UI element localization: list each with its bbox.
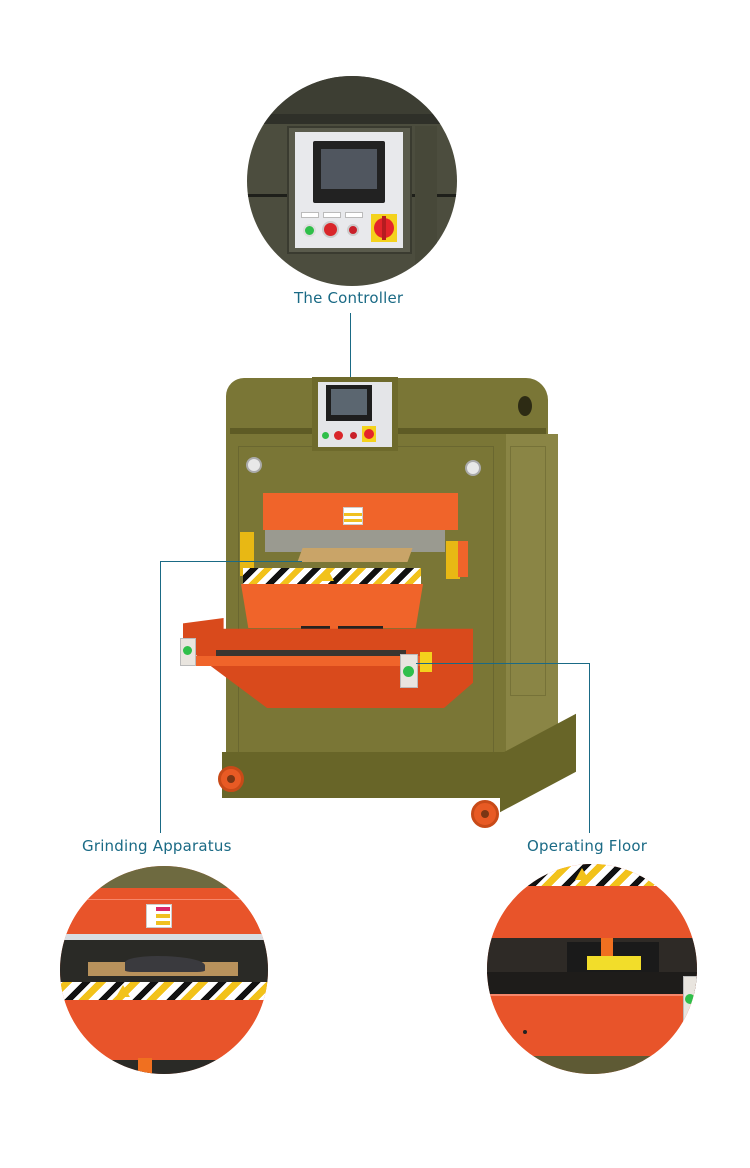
- pressure-gauge-left-icon: [246, 457, 262, 473]
- touchscreen: [313, 141, 385, 203]
- floor-label: Operating Floor: [527, 837, 648, 855]
- floor-detail-image: [487, 864, 697, 1074]
- floor-leader-line-v: [589, 663, 590, 833]
- pressure-gauge-right-icon: [465, 460, 481, 476]
- wheel-right-icon: [471, 800, 499, 828]
- emergency-switch-icon: [371, 214, 397, 242]
- controller-detail-image: [247, 76, 457, 286]
- green-start-button-icon: [303, 224, 316, 237]
- grinding-detail-image: [60, 866, 268, 1074]
- red-stop-button-icon: [322, 221, 339, 238]
- grinding-label: Grinding Apparatus: [82, 837, 232, 855]
- controller-label: The Controller: [294, 289, 404, 307]
- grinding-leader-line-h: [160, 561, 302, 562]
- red-indicator-icon: [347, 224, 359, 236]
- control-panel: [287, 126, 412, 254]
- controller-leader-line: [350, 313, 351, 420]
- floor-leader-line-h: [416, 663, 589, 664]
- grinding-leader-line-v: [160, 561, 161, 833]
